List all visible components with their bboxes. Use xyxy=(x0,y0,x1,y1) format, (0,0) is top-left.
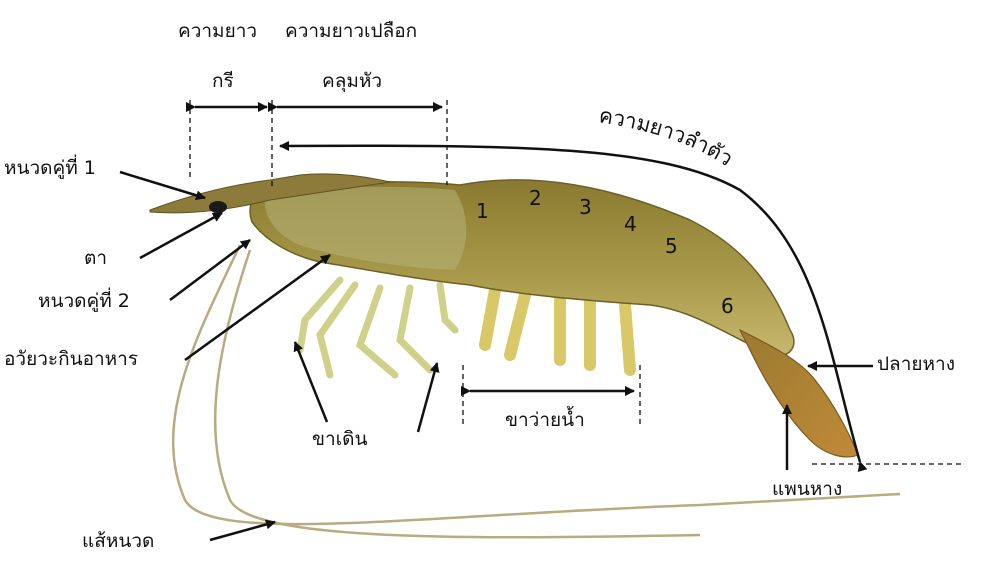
carapace-length-label: ความยาวเปลือก xyxy=(285,22,417,41)
telson-label: ปลายหาง xyxy=(877,355,955,374)
antenna-label: หนวดคู่ที่ 2 xyxy=(38,292,130,311)
walking-legs-shape xyxy=(300,280,455,375)
antennule-label: หนวดคู่ที่ 1 xyxy=(4,159,96,178)
segment-number-6: 6 xyxy=(721,296,734,316)
eye-shape xyxy=(209,201,227,213)
rostrum-label: กรี xyxy=(212,72,234,91)
antennal-scale-label: แส้หนวด xyxy=(82,532,154,551)
eye-label: ตา xyxy=(84,249,107,268)
walking-legs-label: ขาเดิน xyxy=(312,430,367,449)
segment-number-4: 4 xyxy=(624,214,637,234)
rostrum-length-label: ความยาว xyxy=(178,22,257,41)
segment-number-2: 2 xyxy=(529,188,542,208)
tail-shape xyxy=(740,330,858,457)
segment-number-3: 3 xyxy=(579,197,592,217)
mouthparts-label: อวัยวะกินอาหาร xyxy=(4,350,138,369)
carapace-shape xyxy=(265,187,467,270)
carapace-label: คลุมหัว xyxy=(322,72,382,91)
uropod-label: แพนหาง xyxy=(772,480,842,499)
swimming-legs-label: ขาว่ายน้ำ xyxy=(505,411,585,430)
body-length-label: ความยาวลำตัว xyxy=(597,103,737,171)
segment-number-1: 1 xyxy=(476,201,489,221)
segment-number-5: 5 xyxy=(665,236,678,256)
